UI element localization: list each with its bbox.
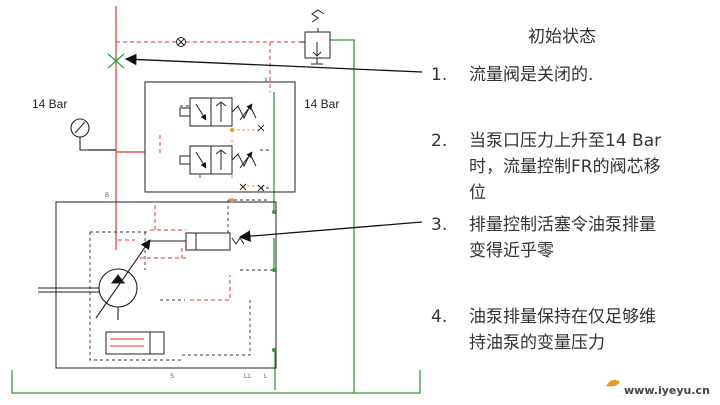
- explanation-list: 1. 流量阀是关闭的. 2. 当泵口压力上升至14 Bar 时，流量控制FR的阀…: [431, 65, 661, 353]
- item-line: 变得近乎零: [469, 241, 554, 261]
- item-number: 2.: [431, 131, 447, 151]
- tank-return-line: [11, 39, 421, 394]
- pressure-gauge: [70, 118, 116, 151]
- list-item: 3. 排量控制活塞令油泵排量 变得近乎零: [431, 215, 656, 261]
- top-indicator: [176, 37, 186, 47]
- junction-dots: [230, 128, 276, 352]
- port-label-l: L: [264, 374, 268, 380]
- port-label-s: S: [170, 374, 174, 380]
- port-label-l1: L1: [244, 374, 251, 380]
- control-valve-lower: [179, 145, 257, 175]
- list-item: 2. 当泵口压力上升至14 Bar 时，流量控制FR的阀芯移 位: [431, 131, 661, 203]
- item-number: 4.: [431, 307, 447, 327]
- watermark-text: www.iyeyu.cn: [624, 384, 710, 397]
- pressure-line: [88, 6, 145, 250]
- port-label-b: B: [105, 193, 109, 199]
- variable-pump: [38, 239, 151, 320]
- bias-cylinder: [105, 331, 165, 355]
- diagram-title: 初始状态: [528, 27, 596, 47]
- port-label-x: X: [264, 78, 268, 84]
- item-line: 时，流量控制FR的阀芯移: [469, 157, 661, 177]
- item-line: 当泵口压力上升至14 Bar: [469, 131, 661, 151]
- item-line: 油泵排量保持在仅足够维: [469, 307, 656, 327]
- item-number: 1.: [431, 65, 447, 85]
- item-line: 排量控制活塞令油泵排量: [469, 215, 656, 235]
- item-line: 位: [469, 183, 486, 203]
- pressure-label-left: 14 Bar: [32, 97, 67, 111]
- list-item: 1. 流量阀是关闭的.: [431, 65, 593, 85]
- control-valve-upper: [179, 97, 257, 127]
- item-line: 流量阀是关闭的.: [469, 65, 593, 85]
- drain-lines: [89, 105, 272, 361]
- pressure-label-right: 14 Bar: [304, 97, 339, 111]
- valve-bleed-lines: [231, 129, 268, 187]
- flow-valve-symbol: [107, 53, 125, 69]
- watermark: www.iyeyu.cn: [606, 379, 710, 397]
- control-block: [55, 81, 296, 369]
- list-item: 4. 油泵排量保持在仅足够维 持油泵的变量压力: [431, 307, 656, 353]
- callout-arrows: [124, 53, 423, 242]
- orifice-symbols: [239, 124, 265, 192]
- watermark-logo-icon: [606, 379, 620, 387]
- relief-valve-symbol: [300, 9, 331, 65]
- control-piston: [150, 232, 245, 251]
- item-number: 3.: [431, 215, 447, 235]
- pilot-lines-red: [116, 41, 305, 301]
- item-line: 持油泵的变量压力: [469, 333, 605, 353]
